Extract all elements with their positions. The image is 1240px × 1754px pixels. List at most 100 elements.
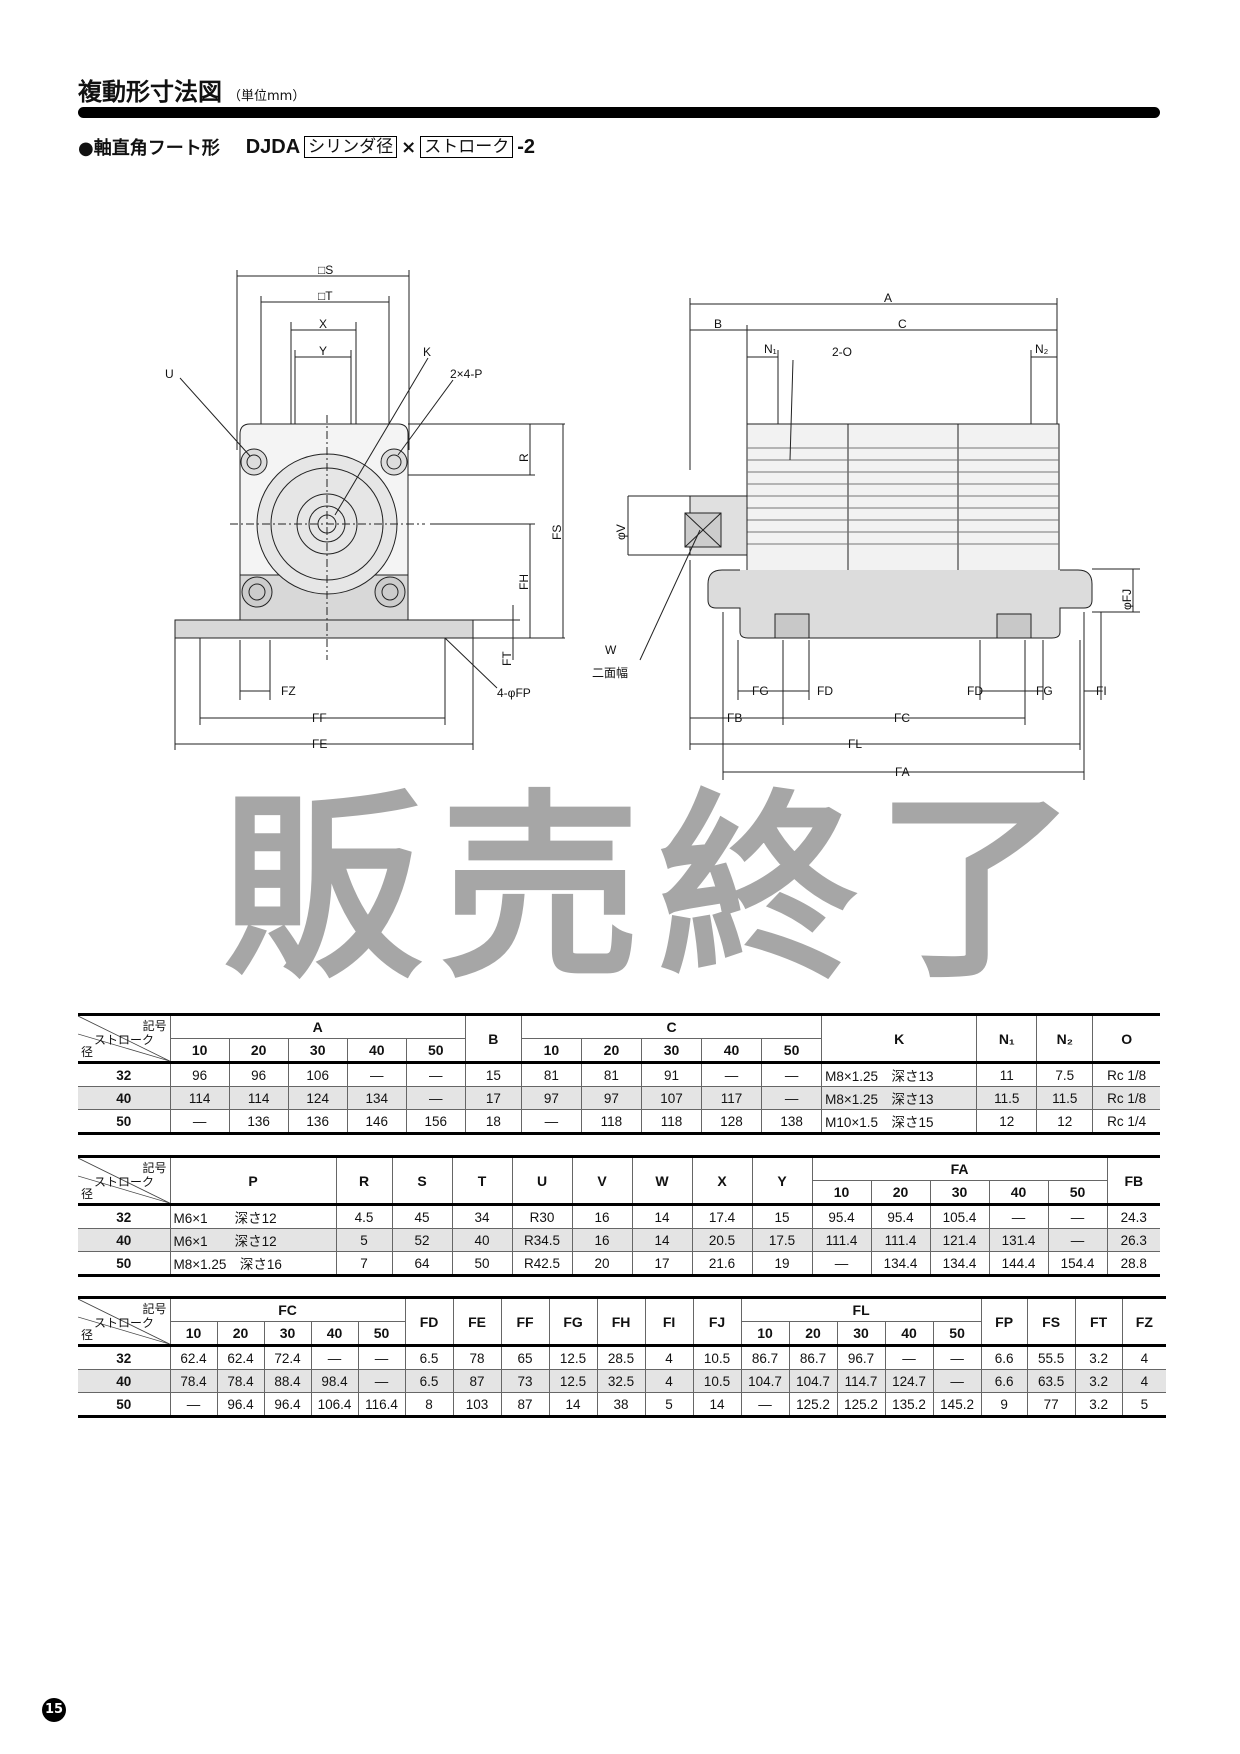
value-cell: 28.8: [1106, 1251, 1161, 1277]
value-cell: 6.6: [980, 1369, 1028, 1393]
corner-bore: 径: [81, 1187, 94, 1201]
value-cell: 128: [701, 1109, 763, 1135]
value-cell: 88.4: [263, 1369, 312, 1393]
value-cell: —: [761, 1086, 823, 1110]
stroke-subheader: 30: [287, 1038, 348, 1063]
value-cell: 10.5: [692, 1369, 742, 1393]
value-cell: M8×1.25 深さ13: [821, 1086, 978, 1110]
column-header: FC: [169, 1296, 406, 1322]
value-cell: 4: [644, 1369, 694, 1393]
column-header: V: [571, 1155, 633, 1205]
value-cell: 10.5: [692, 1344, 742, 1370]
value-cell: 95.4: [811, 1203, 872, 1229]
value-cell: 91: [640, 1061, 703, 1087]
label-FH: FH: [517, 574, 531, 590]
column-header: FL: [740, 1296, 982, 1322]
value-cell: 45: [391, 1203, 453, 1229]
value-cell: 114.7: [836, 1369, 886, 1393]
corner-stroke: ストローク: [94, 1316, 155, 1330]
value-cell: 87: [500, 1392, 550, 1418]
value-cell: 124.7: [884, 1369, 934, 1393]
value-cell: 96: [228, 1061, 289, 1087]
value-cell: —: [357, 1344, 406, 1370]
value-cell: —: [520, 1109, 582, 1135]
value-cell: 38: [596, 1392, 646, 1418]
column-header: N₂: [1036, 1013, 1094, 1063]
stroke-subheader: 30: [263, 1321, 312, 1346]
stroke-subheader: 40: [346, 1038, 407, 1063]
value-cell: 6.6: [980, 1344, 1028, 1370]
value-cell: R42.5: [511, 1251, 573, 1277]
value-cell: 15: [464, 1061, 522, 1087]
label-FS: FS: [550, 525, 564, 540]
label-A: A: [884, 291, 892, 305]
value-cell: 12: [1036, 1109, 1094, 1135]
column-header: O: [1092, 1013, 1160, 1063]
value-cell: 50: [451, 1251, 513, 1277]
value-cell: 16: [571, 1203, 633, 1229]
stroke-subheader: 20: [216, 1321, 265, 1346]
value-cell: 19: [751, 1251, 813, 1277]
label-FD-right: FD: [967, 684, 983, 698]
header-corner: 記号ストローク径: [78, 1155, 171, 1205]
value-cell: —: [811, 1251, 872, 1277]
bore-cell: 40: [78, 1228, 171, 1252]
value-cell: 20.5: [691, 1228, 753, 1252]
label-FG-left: FG: [752, 684, 769, 698]
value-cell: 138: [761, 1109, 823, 1135]
label-FB: FB: [727, 711, 742, 725]
column-header: Y: [751, 1155, 813, 1205]
value-cell: —: [405, 1086, 466, 1110]
column-header: U: [511, 1155, 573, 1205]
label-FP: 4-φFP: [497, 686, 531, 700]
value-cell: 125.2: [788, 1392, 838, 1418]
value-cell: 21.6: [691, 1251, 753, 1277]
label-B: B: [714, 317, 722, 331]
value-cell: 12.5: [548, 1344, 598, 1370]
stroke-subheader: 40: [884, 1321, 934, 1346]
value-cell: 63.5: [1026, 1369, 1076, 1393]
value-cell: Rc 1/8: [1092, 1086, 1160, 1110]
value-cell: 116.4: [357, 1392, 406, 1418]
stroke-subheader: 40: [701, 1038, 763, 1063]
value-cell: 81: [520, 1061, 582, 1087]
bore-cell: 50: [78, 1392, 171, 1418]
column-header: X: [691, 1155, 753, 1205]
value-cell: Rc 1/4: [1092, 1109, 1160, 1135]
column-header: FF: [500, 1296, 550, 1346]
bore-cell: 32: [78, 1344, 171, 1370]
label-N1: N₁: [764, 342, 777, 356]
value-cell: 9: [980, 1392, 1028, 1418]
stroke-subheader: 10: [812, 1180, 872, 1205]
label-W-note: 二面幅: [592, 665, 628, 680]
value-cell: —: [761, 1061, 823, 1087]
value-cell: R34.5: [511, 1228, 573, 1252]
stroke-subheader: 50: [932, 1321, 982, 1346]
value-cell: M8×1.25 深さ16: [169, 1251, 337, 1277]
column-header: FA: [811, 1155, 1108, 1181]
value-cell: M10×1.5 深さ15: [821, 1109, 978, 1135]
bore-cell: 40: [78, 1086, 171, 1110]
label-FI: FI: [1096, 684, 1107, 698]
value-cell: 103: [452, 1392, 502, 1418]
model-code: DJDA: [245, 135, 301, 158]
bore-cell: 50: [78, 1251, 171, 1277]
value-cell: 98.4: [310, 1369, 359, 1393]
bore-cell: 32: [78, 1203, 171, 1229]
side-view: [627, 298, 1140, 780]
label-S: □S: [318, 263, 333, 277]
column-header: A: [169, 1013, 466, 1039]
value-cell: 96.4: [263, 1392, 312, 1418]
label-FL: FL: [848, 737, 862, 751]
value-cell: 104.7: [740, 1369, 790, 1393]
bore-cell: 40: [78, 1369, 171, 1393]
corner-symbol: 記号: [142, 1019, 167, 1033]
value-cell: 111.4: [811, 1228, 872, 1252]
label-R: R: [517, 453, 531, 462]
label-FE: FE: [312, 737, 327, 751]
